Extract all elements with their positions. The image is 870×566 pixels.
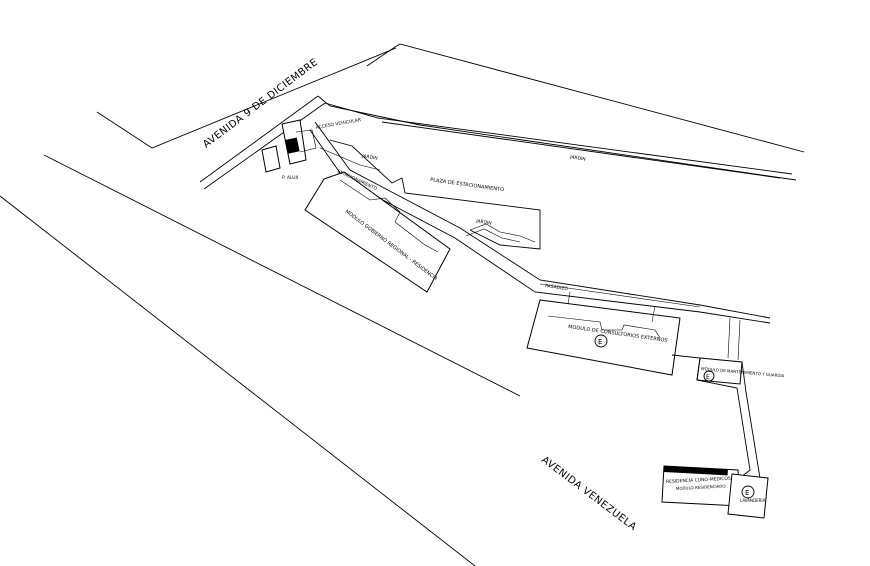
link-3	[727, 317, 731, 359]
site-front-edge-2	[203, 102, 326, 190]
link-2	[651, 305, 656, 323]
access-road	[309, 95, 797, 324]
entrance-detail	[261, 119, 317, 173]
parking-outline	[329, 139, 541, 250]
jardin-label-1: JARDIN	[361, 153, 378, 162]
road-divider	[381, 121, 781, 179]
marker-e1-circle	[594, 334, 608, 348]
parking-curve	[469, 223, 536, 243]
marker-e1: E	[598, 338, 602, 346]
lavanderia-outline	[727, 473, 769, 519]
avenida-9-upper-edge	[96, 47, 397, 149]
modulo-gobierno-inner	[339, 179, 439, 253]
guard-booth	[261, 145, 281, 173]
modulo-gobierno-outline	[304, 171, 451, 293]
lavanderia-label: LAVANDERIA	[740, 498, 766, 503]
modulo-gobierno-building	[304, 171, 451, 293]
parking-curve-2	[465, 228, 521, 243]
p-alux-label: P. ALUX	[282, 175, 299, 181]
corridor-right	[741, 361, 761, 479]
residencia-medicos-label: RESIDENCIA CUNO-MEDICOS	[666, 476, 731, 485]
road-lower-edge	[324, 102, 793, 175]
site-front-edge	[199, 95, 319, 183]
marker-e2-circle	[703, 370, 715, 382]
acceso-vehicular-label: ACCESO VEHICULAR	[315, 117, 361, 131]
link-4	[737, 319, 741, 361]
link-1	[567, 291, 571, 305]
avenida-venezuela-label: AVENIDA VENEZUELA	[539, 455, 638, 534]
avenida-venezuela-upper-edge	[43, 154, 521, 397]
residencia-hatch	[663, 466, 728, 476]
ramp-lower	[309, 129, 771, 324]
ramp-upper	[314, 121, 771, 319]
pasadizo-rail	[539, 283, 701, 308]
avenida-venezuela-lower-edge	[0, 195, 476, 566]
residencia-building	[661, 465, 769, 519]
entrance-hatch	[285, 137, 300, 154]
upper-right-boundary	[366, 43, 805, 153]
street-lines	[0, 43, 805, 566]
corridor-left	[671, 354, 751, 479]
modulo-consultorios-inner	[547, 315, 661, 339]
modulo-consultorios-building	[526, 291, 741, 376]
parking-plaza	[319, 139, 541, 250]
road-upper-edge	[317, 95, 797, 181]
markers: E E E	[594, 334, 755, 499]
jardin-label-3: JARDIN	[475, 218, 492, 227]
plaza-estacionamiento-label: PLAZA DE ESTACIONAMIENTO	[430, 177, 505, 193]
residencia-sub-label: MODULO RESIDENCIADO	[676, 483, 726, 491]
jardin-label-2: JARDIN	[569, 154, 586, 163]
garden-edge	[319, 147, 381, 171]
marker-e2: E	[706, 374, 710, 381]
entrance-gate	[295, 129, 317, 153]
pasadizo-label: PASADIZO	[545, 283, 569, 292]
modulo-consultorios-outline	[526, 299, 681, 376]
corridor-south	[671, 354, 761, 479]
marker-e3: E	[745, 489, 749, 497]
marker-e3-circle	[741, 485, 755, 499]
